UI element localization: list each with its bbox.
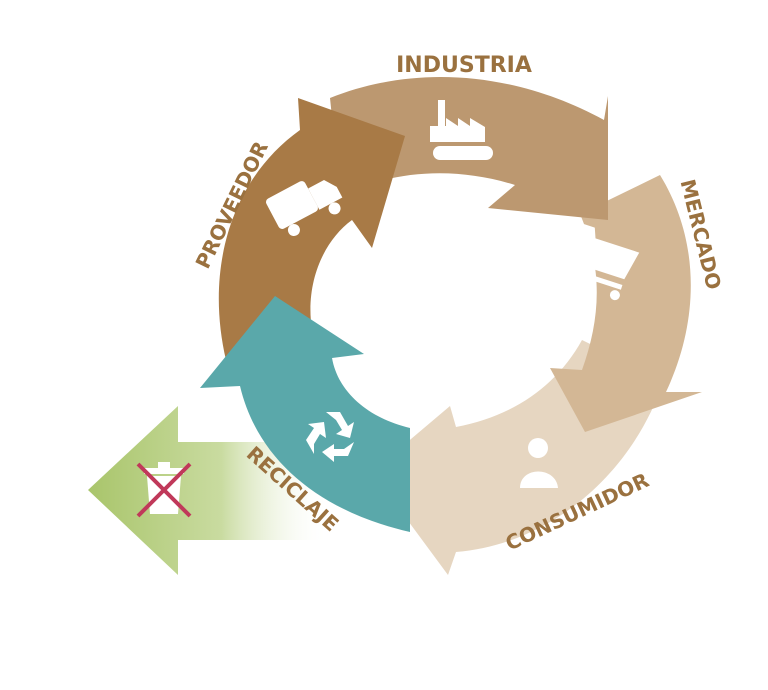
stage-segment-reciclaje xyxy=(200,296,410,532)
stage-segment-mercado xyxy=(550,175,702,432)
factory-icon xyxy=(430,100,493,160)
crossed-trash-icon xyxy=(136,462,192,518)
recycle-icon xyxy=(306,412,354,462)
stage-segment-proveedor xyxy=(218,98,405,360)
person-icon xyxy=(520,438,558,488)
truck-icon xyxy=(265,180,343,237)
label-industria: INDUSTRIA xyxy=(396,53,532,78)
cart-icon xyxy=(583,223,640,301)
